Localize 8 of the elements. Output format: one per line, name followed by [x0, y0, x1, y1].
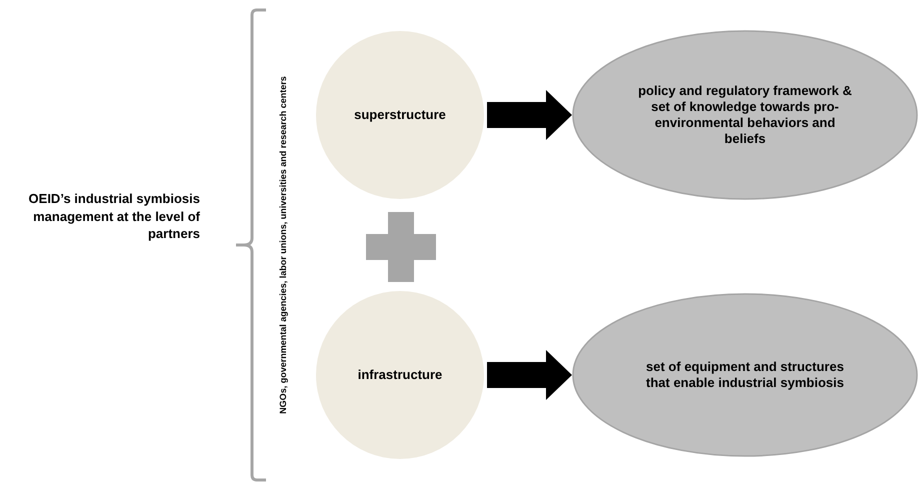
vertical-label: NGOs, governmental agencies, labor unions, universities and research centers	[278, 75, 288, 416]
block-arrow	[487, 90, 572, 140]
block-arrow	[487, 350, 572, 400]
node-text: superstructure	[354, 106, 446, 124]
node-text: set of equipment and structures that enable industrial symbiosis	[645, 358, 845, 392]
node-text: policy and regulatory framework & set of knowledge towards pro-environmental behaviors and beliefs	[637, 82, 853, 148]
node-text: infrastructure	[358, 366, 442, 384]
side-label: OEID’s industrial symbiosis management at the level of partners	[28, 190, 200, 243]
